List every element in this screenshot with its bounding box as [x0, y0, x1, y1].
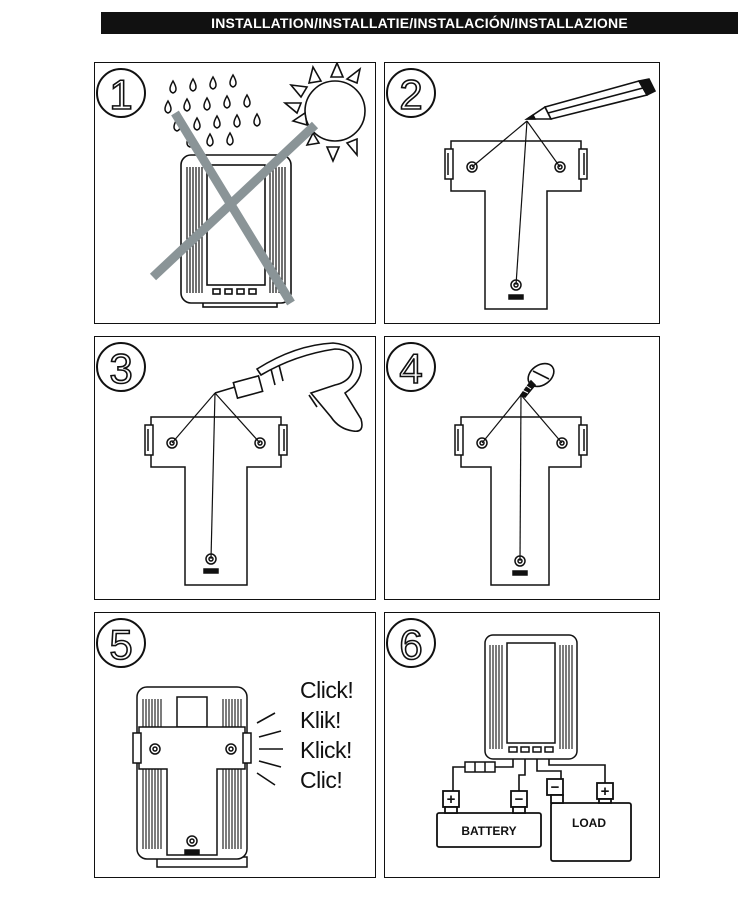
- screw-icon: [519, 362, 555, 398]
- step-number-circle: [386, 68, 436, 118]
- step-number-circle: [96, 68, 146, 118]
- step-3-panel: 3: [94, 336, 376, 600]
- rain-icon: [164, 73, 261, 148]
- step-6-panel: 6 +: [384, 612, 660, 878]
- marking-lines: [471, 120, 561, 286]
- charger-device-icon: [484, 634, 578, 760]
- screw-lines: [481, 394, 563, 562]
- step-number: 2: [399, 71, 422, 118]
- click-word-fr: Clic!: [300, 767, 343, 793]
- step-1-illustration: 1: [96, 63, 366, 308]
- mounting-bracket-icon: [144, 416, 288, 586]
- prohibited-cross-icon: [149, 110, 319, 306]
- battery-plus-sign: +: [447, 791, 456, 808]
- step-number: 3: [109, 345, 132, 392]
- click-word-de: Klick!: [300, 737, 352, 763]
- click-word-nl: Klik!: [300, 707, 341, 733]
- step-5-panel: 5 Click! Klik! Klick!: [94, 612, 376, 878]
- step-number: 1: [109, 71, 132, 118]
- step-number: 6: [399, 621, 422, 668]
- load-icon: [546, 778, 632, 862]
- step-4-panel: 4: [384, 336, 660, 600]
- step-number-circle: [96, 342, 146, 392]
- step-2-illustration: 2: [386, 68, 657, 310]
- page-header: INSTALLATION/INSTALLATIE/INSTALACIÓN/INS…: [101, 12, 738, 34]
- step-1-panel: 1: [94, 62, 376, 324]
- step-6-illustration: 6 +: [386, 618, 632, 862]
- mounting-bracket-icon: [444, 140, 588, 310]
- step-number-circle: [386, 618, 436, 668]
- charger-on-bracket-icon: [132, 686, 252, 868]
- pencil-icon: [524, 78, 657, 120]
- click-sound-lines: [256, 712, 283, 786]
- step-number: 5: [109, 621, 132, 668]
- step-number-circle: [96, 618, 146, 668]
- step-number: 4: [399, 345, 422, 392]
- load-minus-sign: −: [551, 779, 560, 796]
- fuse-icon: [464, 761, 496, 773]
- sun-icon: [282, 63, 366, 164]
- click-word-en: Click!: [300, 677, 354, 703]
- click-sound-text: Click! Klik! Klick! Clic!: [300, 675, 354, 795]
- drill-lines: [171, 392, 261, 560]
- load-plus-sign: +: [601, 783, 610, 800]
- step-4-illustration: 4: [386, 342, 588, 586]
- step-number-circle: [386, 342, 436, 392]
- load-label: LOAD: [572, 816, 606, 830]
- battery-label: BATTERY: [461, 824, 516, 838]
- battery-minus-sign: −: [515, 791, 524, 808]
- battery-icon: [436, 790, 542, 848]
- step-3-illustration: 3: [96, 342, 363, 586]
- step-2-panel: 2: [384, 62, 660, 324]
- power-drill-icon: [214, 342, 363, 433]
- step-5-illustration: 5: [96, 618, 283, 868]
